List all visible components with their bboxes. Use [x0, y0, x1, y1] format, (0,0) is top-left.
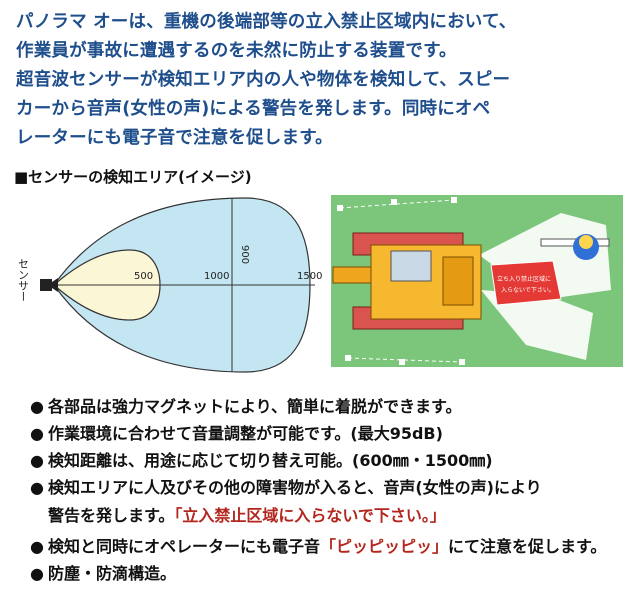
- intro-line: カーから音声(女性の声)による警告を発します。同時にオペ: [16, 99, 491, 119]
- list-item-text: 各部品は強力マグネットにより、簡単に着脱ができます。: [48, 397, 462, 416]
- warning-phrase: 「立入禁止区域に入らないで下さい。」: [174, 506, 446, 525]
- list-item: ●作業環境に合わせて音量調整が可能です。(最大95dB): [30, 420, 443, 444]
- sensor-icon: [40, 279, 52, 291]
- bullet-marker: ●: [30, 424, 44, 443]
- list-item-text: 作業環境に合わせて音量調整が可能です。(最大95dB): [48, 424, 443, 443]
- label-1000: 1000: [204, 271, 229, 282]
- intro-paragraph: パノラマ オーは、重機の後端部等の立入禁止区域内において、 作業員が事故に遭遇す…: [16, 8, 626, 153]
- list-item: ●検知距離は、用途に応じて切り替え可能。(600㎜・1500㎜): [30, 447, 493, 471]
- list-item-text: 警告を発します。: [48, 506, 175, 525]
- fence-posts: [337, 197, 465, 365]
- list-item-continuation: 警告を発します。「立入禁止区域に入らないで下さい。」: [30, 502, 542, 526]
- detection-cone-lower: [481, 290, 593, 360]
- list-item-text: にて注意を促します。: [448, 537, 607, 556]
- bullet-marker: ●: [30, 451, 44, 470]
- list-item: ●各部品は強力マグネットにより、簡単に着脱ができます。: [30, 393, 461, 417]
- cab: [390, 250, 432, 282]
- intro-line: パノラマ オーは、重機の後端部等の立入禁止区域内において、: [16, 12, 517, 32]
- list-item-text: 検知エリアに人及びその他の障害物が入ると、音声(女性の声)により: [48, 478, 542, 497]
- list-item: ●検知と同時にオペレーターにも電子音「ピッピッピッ」にて注意を促します。: [30, 533, 606, 557]
- section-title: ■センサーの検知エリア(イメージ): [14, 168, 252, 186]
- bullet-marker: ●: [30, 537, 44, 556]
- bullet-marker: ●: [30, 397, 44, 416]
- excavator-illustration: 立ち入り禁止区域に 入らないで下さい。: [331, 195, 623, 367]
- list-item-text: 検知と同時にオペレーターにも電子音: [48, 537, 321, 556]
- worker-figure: [540, 234, 610, 260]
- sign-text-line2: 入らないで下さい。: [501, 287, 555, 294]
- detection-area-diagram: 500 1000 1500 900 センサー: [17, 197, 322, 373]
- list-item: ●防塵・防滴構造。: [30, 560, 176, 584]
- label-500: 500: [134, 271, 153, 282]
- intro-line: 超音波センサーが検知エリア内の人や物体を検知して、スピー: [16, 70, 511, 90]
- label-900: 900: [239, 245, 250, 264]
- warning-sign: 立ち入り禁止区域に 入らないで下さい。: [490, 260, 562, 306]
- label-1500: 1500: [297, 271, 322, 282]
- sensor-cone-icon: [52, 278, 58, 292]
- sensor-label: センサー: [17, 258, 30, 302]
- bullet-marker: ●: [30, 478, 44, 497]
- engine-grille: [442, 256, 474, 306]
- intro-line: 作業員が事故に遭遇するのを未然に防止する装置です。: [16, 41, 457, 61]
- list-item: ●検知エリアに人及びその他の障害物が入ると、音声(女性の声)により 警告を発しま…: [30, 474, 542, 526]
- list-item-text: 検知距離は、用途に応じて切り替え可能。(600㎜・1500㎜): [48, 451, 493, 470]
- sign-text-line1: 立ち入り禁止区域に: [497, 275, 551, 283]
- beep-phrase: 「ピッピッピッ」: [320, 537, 449, 556]
- list-item-text: 防塵・防滴構造。: [48, 564, 177, 583]
- bullet-marker: ●: [30, 564, 44, 583]
- intro-line: レーターにも電子音で注意を促します。: [16, 128, 333, 148]
